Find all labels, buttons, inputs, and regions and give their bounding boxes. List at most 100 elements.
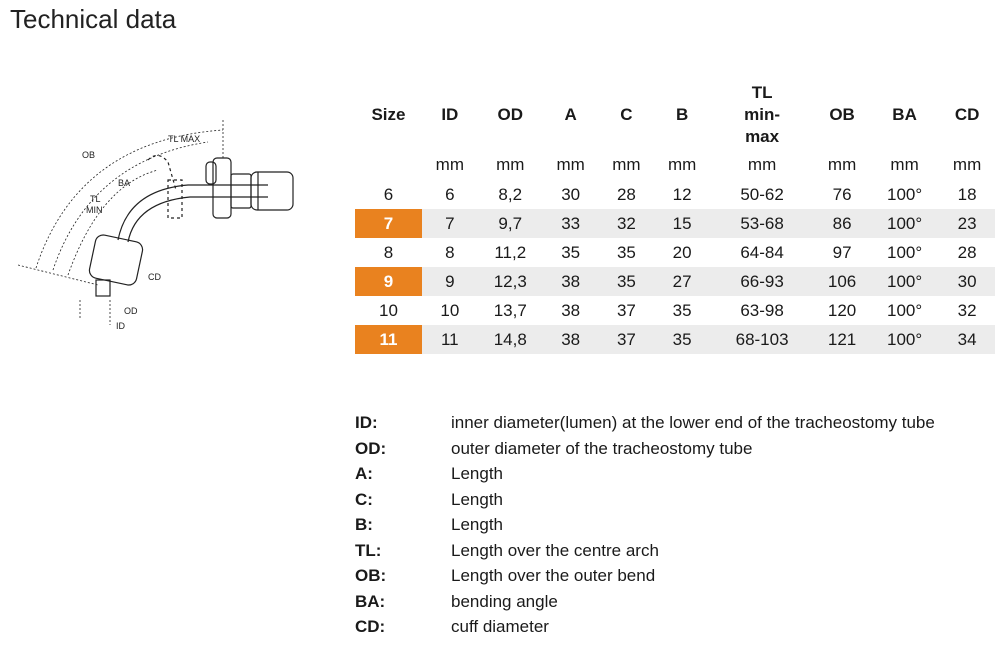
legend-description: Length — [451, 489, 503, 509]
table-cell: 120 — [827, 300, 857, 320]
size-cell-highlighted: 7 — [355, 209, 422, 238]
table-cell: 121 — [814, 325, 870, 354]
unit-cell: mm — [435, 155, 464, 174]
legend-description: Length over the outer bend — [451, 566, 656, 585]
unit-cell: mm — [952, 155, 982, 174]
unit-cell: mm — [827, 155, 857, 174]
table-cell: 38 — [561, 300, 581, 320]
table-cell: 76 — [832, 184, 852, 204]
legend-term: OB: — [355, 566, 387, 585]
unit-cell: mm — [667, 155, 697, 174]
col-header-ba: BA — [892, 105, 917, 124]
table-row: 9 9 12,3 38 35 27 66-93 106 100° 30 — [355, 267, 995, 296]
table-cell: 13,7 — [493, 300, 527, 320]
diagram-label-od: OD — [124, 306, 138, 316]
legend-term: OD: — [355, 438, 387, 458]
connector-15mm — [250, 171, 294, 211]
tl-max-arc — [52, 141, 209, 271]
dashed-inner-bend — [147, 154, 177, 191]
page-title: Technical data — [10, 4, 177, 34]
table-cell: 28 — [957, 242, 977, 262]
table-cell: 53-68 — [710, 209, 815, 238]
tl-min-arc — [67, 169, 159, 276]
col-header-ob: OB — [829, 105, 855, 124]
table-cell: 6 — [445, 184, 455, 204]
legend-term: A: — [355, 464, 373, 483]
table-cell: 38 — [542, 325, 599, 354]
unit-cell-size — [355, 150, 422, 180]
table-cell: 100° — [869, 325, 940, 354]
legend-description: outer diameter of the tracheostomy tube — [451, 438, 753, 458]
size-cell: 6 — [383, 184, 394, 204]
legend-description: cuff diameter — [451, 617, 549, 636]
table-cell: 37 — [616, 300, 636, 320]
unit-cell: mm — [747, 155, 777, 174]
size-cell: 8 — [383, 242, 394, 262]
connector-base — [230, 173, 252, 209]
size-cell: 10 — [379, 300, 398, 320]
legend-row-b: B: Length — [355, 514, 995, 536]
table-cell: 11 — [421, 325, 478, 354]
tube-drawing: TL MAX OB BA TL MIN CD OD ID — [17, 120, 294, 331]
table-cell: 100° — [869, 209, 940, 238]
table-header-row: Size ID OD A C B TL min- max OB BA CD — [355, 80, 995, 150]
table-cell: 18 — [957, 184, 977, 204]
flange-slot — [205, 161, 217, 185]
table-row: 8 8 11,2 35 35 20 64-84 97 100° 28 — [355, 238, 995, 267]
table-cell: 100° — [869, 267, 940, 296]
table-row: 10 10 13,7 38 37 35 63-98 120 100° 32 — [355, 296, 995, 325]
table-cell: 30 — [939, 267, 995, 296]
col-header-tl-line1: TL — [751, 83, 773, 102]
unit-cell: mm — [556, 155, 585, 174]
col-header-tl: TL min- max — [710, 80, 814, 150]
table-cell: 12,3 — [477, 267, 543, 296]
table-cell: 7 — [421, 209, 478, 238]
ob-arc — [35, 129, 224, 269]
tracheostomy-tube-diagram: TL MAX OB BA TL MIN CD OD ID — [17, 110, 318, 340]
diagram-label-id: ID — [116, 321, 126, 331]
table-row: 11 11 14,8 38 37 35 68-103 121 100° 34 — [355, 325, 995, 354]
table-cell: 35 — [672, 300, 692, 320]
table-cell: 35 — [654, 325, 710, 354]
col-header-tl-line3: max — [745, 127, 780, 146]
table-cell: 8 — [445, 242, 455, 262]
unit-cell: mm — [496, 155, 525, 174]
table-cell: 35 — [616, 242, 636, 262]
table-cell: 100° — [887, 300, 923, 320]
table-cell: 9 — [421, 267, 478, 296]
diagram-label-ba: BA — [118, 178, 130, 188]
legend-row-a: A: Length — [355, 463, 995, 485]
table-cell: 100° — [887, 184, 923, 204]
col-header-tl-line2: min- — [744, 105, 781, 124]
table-cell: 10 — [440, 300, 460, 320]
table-cell: 35 — [598, 267, 655, 296]
diagram-label-tl-min-2: MIN — [86, 205, 103, 215]
table-cell: 50-62 — [740, 184, 784, 204]
table-cell: 27 — [654, 267, 710, 296]
size-cell-highlighted: 9 — [355, 267, 422, 296]
col-header-size: Size — [371, 105, 406, 124]
table-cell: 23 — [939, 209, 995, 238]
table-cell: 32 — [957, 300, 977, 320]
legend-term: C: — [355, 489, 373, 509]
table-cell: 11,2 — [494, 242, 527, 262]
tube-inner-line — [127, 196, 268, 243]
legend-description: Length — [451, 464, 503, 483]
table-cell: 32 — [598, 209, 655, 238]
table-cell: 14,8 — [477, 325, 543, 354]
table-row: 6 6 8,2 30 28 12 50-62 76 100° 18 — [355, 180, 995, 209]
legend-row-ob: OB: Length over the outer bend — [355, 565, 995, 587]
legend-term: CD: — [355, 617, 386, 636]
col-header-c: C — [620, 105, 633, 124]
table-cell: 86 — [814, 209, 870, 238]
size-cell-highlighted: 11 — [355, 325, 422, 354]
dashed-obturator — [167, 179, 183, 219]
table-cell: 33 — [542, 209, 599, 238]
table-cell: 100° — [887, 242, 923, 262]
legend-term: B: — [355, 515, 373, 534]
table-cell: 8,2 — [498, 184, 523, 204]
table-cell: 106 — [814, 267, 870, 296]
col-header-id: ID — [441, 105, 459, 124]
unit-cell: mm — [612, 155, 641, 174]
tube-tip — [95, 279, 111, 297]
